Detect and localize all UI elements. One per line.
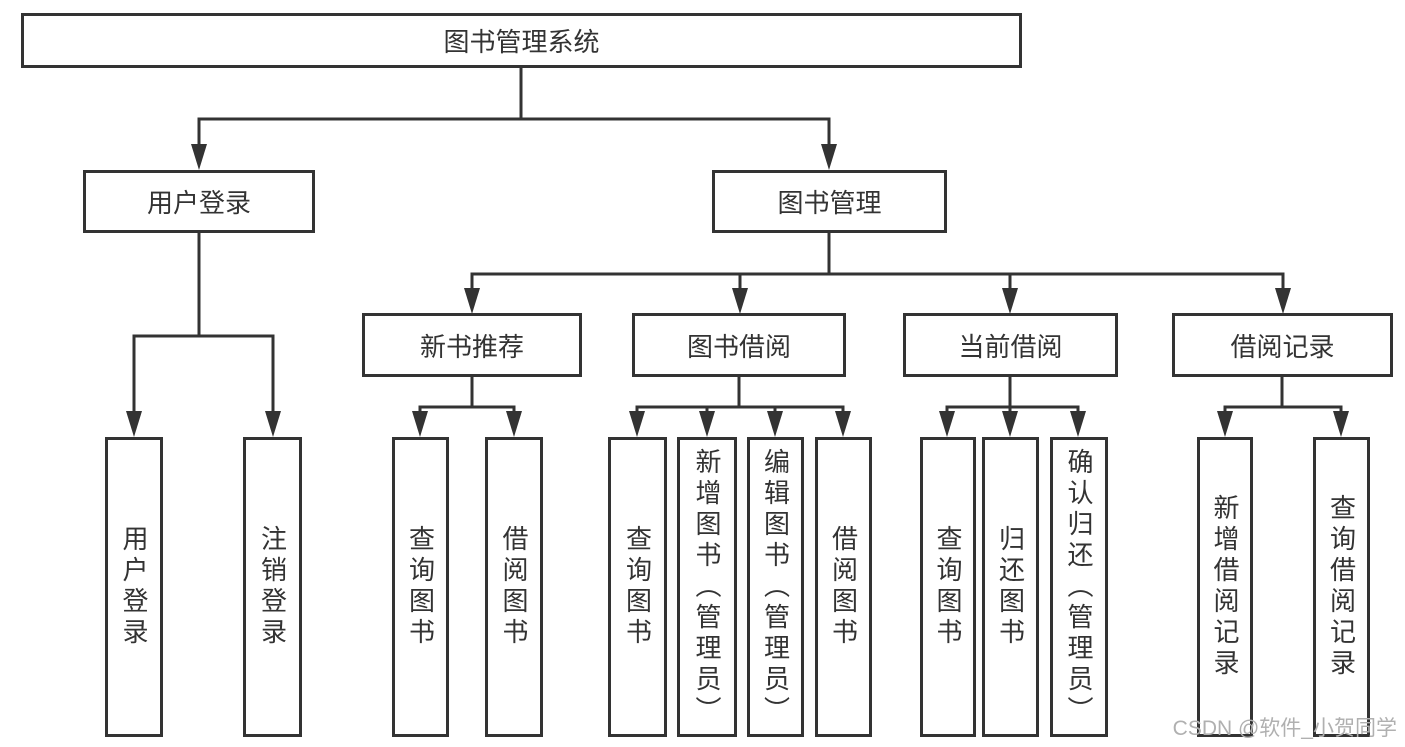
arrowheads	[126, 144, 1349, 437]
node-user-login-leaf: 用户登录	[105, 437, 163, 737]
node-label: 查询图书	[405, 525, 436, 649]
node-borrow-records: 借阅记录	[1172, 313, 1393, 377]
node-query-borrow-record: 查询借阅记录	[1313, 437, 1370, 737]
node-query-books-3: 查询图书	[920, 437, 976, 737]
node-label: 确认归还（管理员）	[1064, 447, 1094, 727]
connector-current-borrowing-branch	[945, 375, 1080, 416]
watermark: CSDN @软件_小贺同学	[1172, 717, 1397, 740]
node-label: 归还图书	[995, 525, 1026, 649]
node-label: 编辑图书（管理员）	[760, 447, 791, 727]
node-user-login: 用户登录	[83, 170, 315, 233]
connector-new-book-recommend-branch	[418, 375, 516, 416]
node-edit-books-admin: 编辑图书（管理员）	[747, 437, 804, 737]
node-query-books-2: 查询图书	[608, 437, 667, 737]
connector-book-management-branch	[470, 230, 1285, 293]
node-add-books-admin: 新增图书（管理员）	[677, 437, 737, 737]
node-label: 借阅图书	[828, 525, 859, 649]
node-query-books-1: 查询图书	[392, 437, 449, 737]
node-label: 借阅图书	[499, 525, 529, 649]
node-label: 用户登录	[119, 525, 149, 649]
node-return-books: 归还图书	[982, 437, 1039, 737]
node-confirm-return-admin: 确认归还（管理员）	[1050, 437, 1108, 737]
node-book-borrowing: 图书借阅	[632, 313, 846, 377]
connector-user-login-branch	[132, 231, 275, 416]
node-add-borrow-record: 新增借阅记录	[1197, 437, 1253, 737]
node-label: 注销登录	[257, 525, 288, 649]
node-logout-leaf: 注销登录	[243, 437, 302, 737]
node-borrow-books-2: 借阅图书	[815, 437, 872, 737]
node-borrow-books-1: 借阅图书	[485, 437, 543, 737]
node-label: 新增借阅记录	[1210, 494, 1240, 680]
node-label: 查询图书	[622, 525, 653, 649]
connector-borrow-records-branch	[1223, 375, 1343, 416]
node-label: 新增图书（管理员）	[692, 447, 722, 727]
node-book-management: 图书管理	[712, 170, 947, 233]
connector-book-borrowing-branch	[635, 375, 845, 416]
connector-root	[197, 66, 831, 149]
node-library-management-system: 图书管理系统	[21, 13, 1022, 68]
node-label: 查询图书	[933, 525, 963, 649]
node-label: 查询借阅记录	[1326, 494, 1357, 680]
node-current-borrowing: 当前借阅	[903, 313, 1118, 377]
node-new-book-recommend: 新书推荐	[362, 313, 582, 377]
